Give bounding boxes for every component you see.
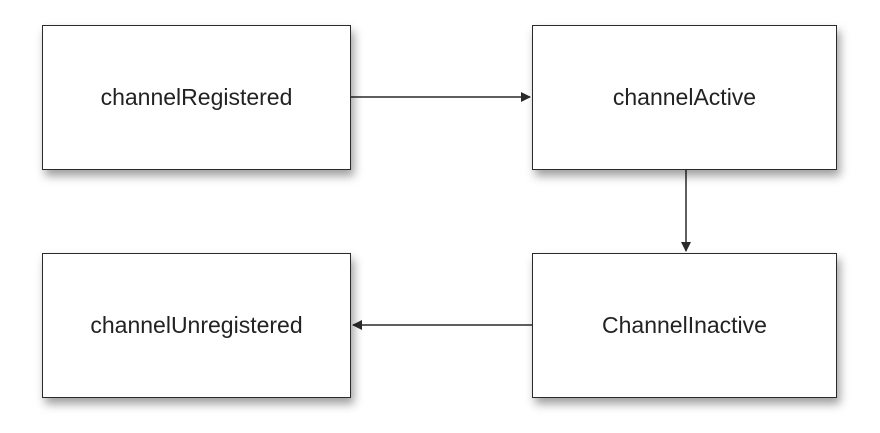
- node-channel-active: channelActive: [532, 25, 837, 170]
- node-channel-unregistered: channelUnregistered: [42, 253, 351, 398]
- node-label: channelActive: [612, 84, 757, 110]
- node-label: channelRegistered: [100, 84, 293, 110]
- node-channel-registered: channelRegistered: [42, 25, 351, 170]
- node-label: ChannelInactive: [602, 312, 767, 338]
- node-label: channelUnregistered: [90, 312, 303, 338]
- node-channel-inactive: ChannelInactive: [532, 253, 837, 398]
